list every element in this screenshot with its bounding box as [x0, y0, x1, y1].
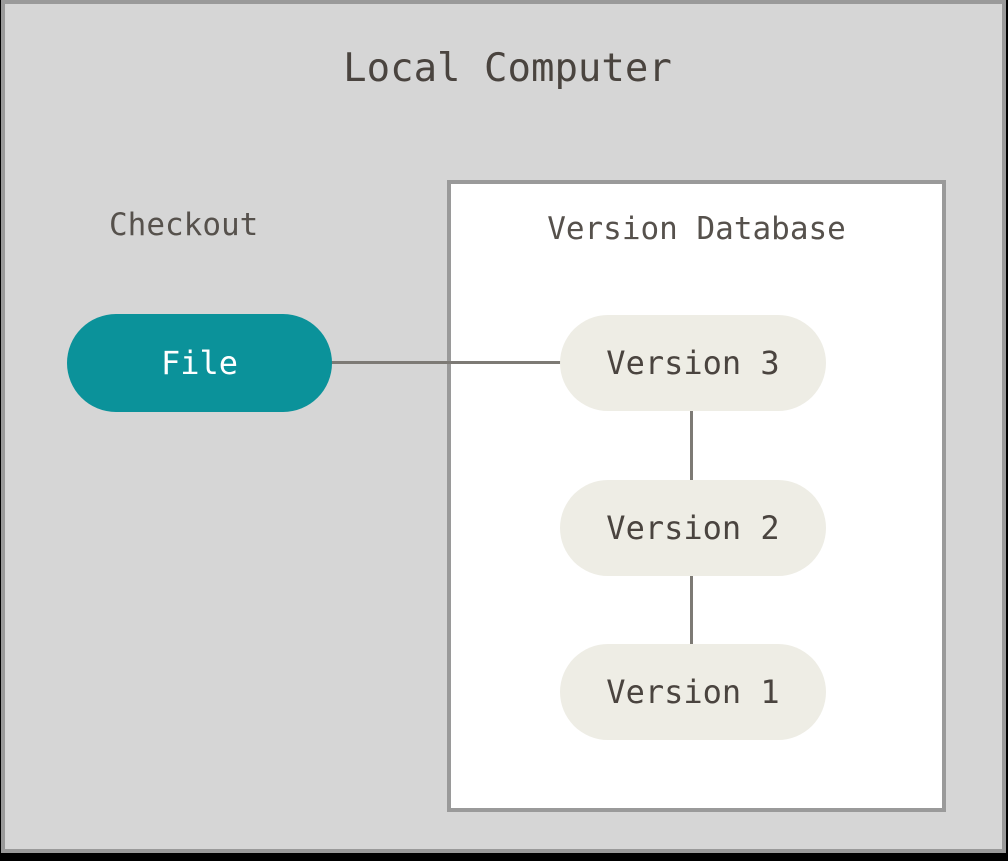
version-database-title: Version Database [547, 211, 846, 247]
node-version-3[interactable]: Version 3 [560, 315, 826, 411]
node-version-1[interactable]: Version 1 [560, 644, 826, 740]
edge-file-to-version-3 [327, 361, 567, 364]
page-title: Local Computer [343, 46, 672, 91]
edge-version-3-to-version-2 [690, 406, 693, 486]
edge-version-2-to-version-1 [690, 570, 693, 650]
node-version-2[interactable]: Version 2 [560, 480, 826, 576]
checkout-label: Checkout [109, 207, 259, 243]
node-file[interactable]: File [67, 314, 332, 412]
